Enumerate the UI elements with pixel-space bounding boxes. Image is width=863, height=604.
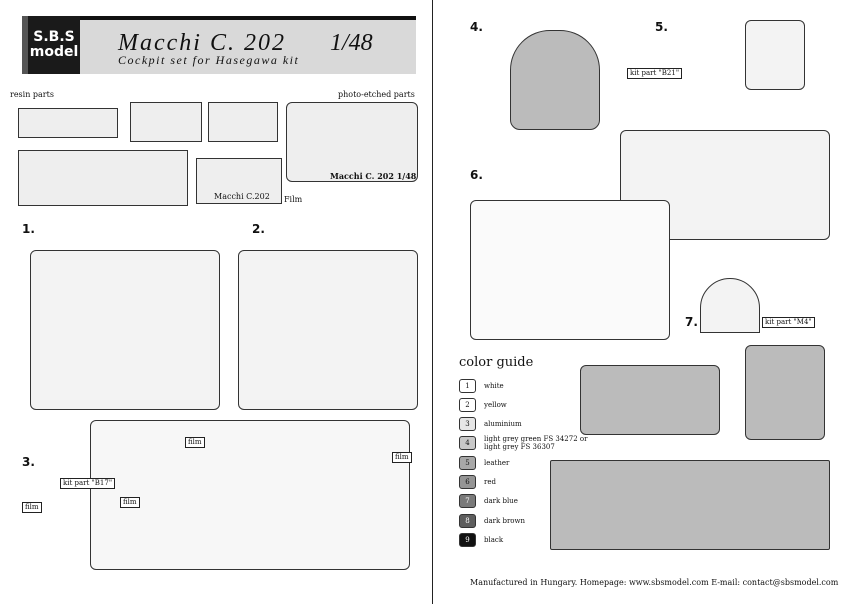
color-swatch: 8 bbox=[459, 513, 476, 528]
callout-film-1: film bbox=[22, 502, 42, 513]
resin-part-3 bbox=[208, 102, 278, 142]
step-1-label: 1. bbox=[22, 222, 35, 236]
color-swatch: 6 bbox=[459, 475, 476, 489]
header-banner bbox=[22, 16, 416, 74]
kit-subtitle: Cockpit set for Hasegawa kit bbox=[118, 53, 300, 67]
step-7-label: 7. bbox=[685, 315, 698, 329]
footer-text: Manufactured in Hungary. Homepage: www.s… bbox=[470, 578, 839, 587]
color-swatch: 9 bbox=[459, 532, 476, 547]
color-guide-item: 3 aluminium bbox=[459, 417, 594, 432]
color-label: white bbox=[484, 381, 504, 390]
step-5-seat bbox=[745, 20, 805, 90]
color-label: leather bbox=[484, 458, 510, 467]
resin-part-1 bbox=[18, 108, 118, 138]
step-4-instrument-panel bbox=[510, 30, 600, 130]
color-guide-item: 5 leather bbox=[459, 455, 594, 470]
page-divider bbox=[432, 0, 433, 604]
resin-parts-label: resin parts bbox=[10, 90, 54, 99]
logo-line1: S.B.S bbox=[33, 29, 75, 45]
kit-scale: 1/48 bbox=[330, 30, 373, 56]
color-swatch: 3 bbox=[459, 417, 476, 432]
photo-etched-label: photo-etched parts bbox=[338, 90, 415, 99]
color-detail-seat bbox=[745, 345, 825, 440]
step-3-diagram bbox=[90, 420, 410, 570]
color-label: yellow bbox=[484, 400, 507, 409]
color-label: aluminium bbox=[484, 420, 522, 429]
color-label: light grey green FS 34272 or light grey … bbox=[484, 435, 588, 452]
color-swatch: 1 bbox=[459, 378, 476, 393]
film-sheet bbox=[196, 158, 282, 204]
color-label: red bbox=[484, 478, 496, 486]
logo-line2: model bbox=[29, 44, 79, 60]
step-3-label: 3. bbox=[22, 455, 35, 469]
color-guide-item: 7 dark blue bbox=[459, 494, 594, 509]
step-4-label: 4. bbox=[470, 20, 483, 34]
color-swatch: 5 bbox=[459, 455, 476, 470]
step-5-label: 5. bbox=[655, 20, 668, 34]
resin-part-2 bbox=[130, 102, 202, 142]
color-label: black bbox=[484, 535, 504, 544]
photo-etched-fret bbox=[286, 102, 418, 182]
callout-kit-b21: kit part "B21" bbox=[627, 68, 683, 79]
step-6-label: 6. bbox=[470, 168, 483, 182]
color-swatch: 4 bbox=[459, 436, 476, 451]
step-6-diagram bbox=[470, 200, 670, 340]
kit-title: Macchi C. 202 bbox=[118, 30, 286, 56]
resin-parts-4-9 bbox=[18, 150, 188, 206]
film-text: Macchi C.202 bbox=[214, 192, 270, 201]
color-guide-item: 2 yellow bbox=[459, 397, 594, 412]
color-detail-cockpit-sides bbox=[550, 460, 830, 550]
step-2-label: 2. bbox=[252, 222, 265, 236]
color-guide-title: color guide bbox=[459, 355, 534, 370]
callout-kit-m4: kit part "M4" bbox=[762, 317, 815, 328]
color-guide-item: 1 white bbox=[459, 378, 594, 393]
color-detail-panels bbox=[580, 365, 720, 435]
color-label: dark blue bbox=[484, 497, 518, 506]
color-swatch: 2 bbox=[459, 397, 476, 412]
callout-film-2: film bbox=[120, 497, 140, 508]
callout-film-3: film bbox=[185, 437, 205, 448]
callout-kit-b17: kit part "B17" bbox=[60, 478, 116, 489]
step-7-headrest bbox=[700, 278, 760, 333]
color-guide-item: 9 black bbox=[459, 532, 594, 547]
color-guide-item: 6 red bbox=[459, 475, 594, 490]
step-1-diagram bbox=[30, 250, 220, 410]
color-swatch: 7 bbox=[459, 494, 476, 509]
color-label: dark brown bbox=[484, 516, 526, 525]
color-guide-item: 4 light grey green FS 34272 or light grey… bbox=[459, 435, 594, 452]
callout-film-4: film bbox=[392, 452, 412, 463]
step-2-diagram bbox=[238, 250, 418, 410]
film-label: Film bbox=[284, 195, 303, 204]
color-guide-item: 8 dark brown bbox=[459, 513, 594, 528]
pe-fret-text: Macchi C. 202 1/48 bbox=[330, 171, 417, 181]
